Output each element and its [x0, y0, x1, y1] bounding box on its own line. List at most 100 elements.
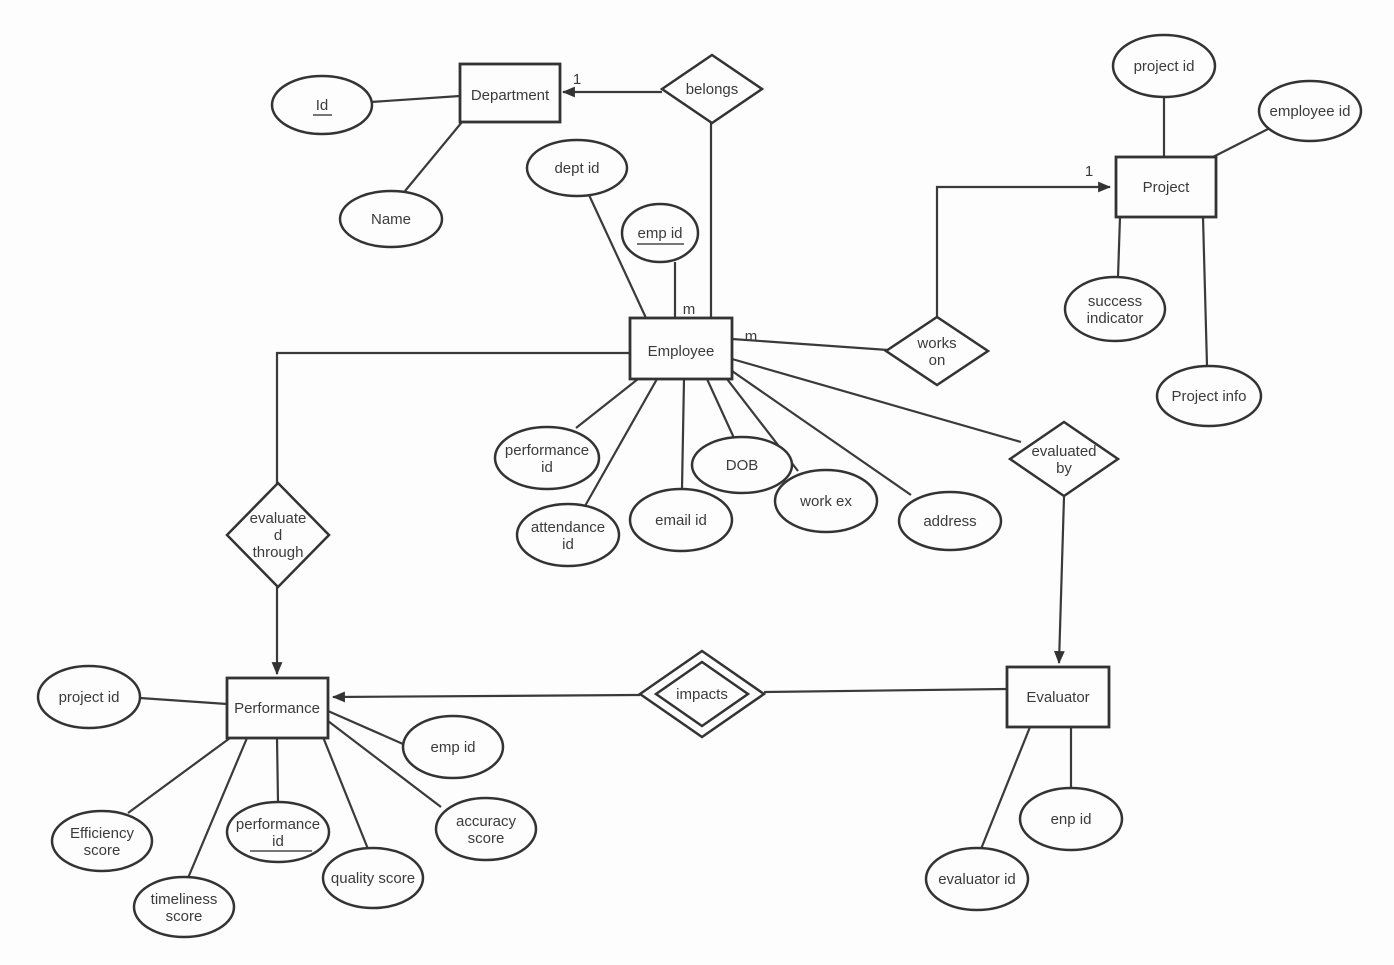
performance-cluster: Performance project id Efficiency score …: [36, 664, 538, 939]
arrow-workson-project: [935, 181, 1112, 317]
relationship-belongs-label: belongs: [686, 81, 739, 98]
attribute-emp-id-label: emp id: [637, 225, 682, 242]
attribute-work-ex-label: work ex: [799, 493, 852, 510]
attribute-accuracy-score-line1: accuracy: [456, 813, 517, 830]
edge-performance-empid: [327, 709, 404, 746]
relationship-works-on-line2: on: [929, 352, 946, 369]
attribute-dept-id-label: dept id: [554, 160, 599, 177]
edge-employee-attendanceid: [584, 378, 658, 507]
attribute-attendance-id-line1: attendance: [531, 519, 605, 536]
arrow-evaluatedby-evaluator: [1053, 496, 1066, 665]
project-cluster: Project project id employee id success i…: [1063, 33, 1363, 428]
attribute-perf-performance-id-line2: id: [272, 833, 284, 850]
attribute-efficiency-score: [50, 809, 154, 873]
entity-project: [1114, 155, 1218, 219]
attribute-name-label: Name: [371, 211, 411, 228]
relationship-works-on: [883, 315, 991, 387]
relationship-impacts-inner: [653, 660, 751, 728]
attribute-perf-emp-id: [401, 714, 505, 780]
relationship-belongs: [659, 53, 765, 125]
entity-performance: [225, 676, 330, 740]
entity-evaluator-label: Evaluator: [1026, 689, 1089, 706]
attribute-employee-id: [1257, 79, 1363, 143]
attribute-efficiency-score-line2: score: [84, 842, 121, 859]
edge-employee-evaluatedthrough: [275, 351, 630, 484]
attribute-attendance-id: [515, 502, 621, 568]
edge-employee-emailid: [680, 378, 686, 490]
attribute-perf-project-id-label: project id: [59, 689, 120, 706]
attribute-name: [338, 189, 444, 249]
attribute-project-id-label: project id: [1134, 58, 1195, 75]
cardinality-belongs-department: 1: [573, 71, 581, 88]
attribute-perf-performance-id-line1: performance: [236, 816, 320, 833]
attribute-emp-id: [620, 202, 700, 264]
relationship-evaluated-through-cluster: evaluate d through: [225, 481, 331, 589]
attribute-perf-emp-id-label: emp id: [430, 739, 475, 756]
attribute-accuracy-score-line2: score: [468, 830, 505, 847]
relationship-evaluated-through-line3: through: [253, 544, 304, 561]
attribute-project-id: [1111, 33, 1217, 99]
attribute-performance-id-line2: id: [541, 459, 553, 476]
relationship-evaluated-by-line2: by: [1056, 460, 1072, 477]
edge-project-projectinfo: [1201, 216, 1209, 367]
attribute-quality-score: [321, 846, 425, 910]
relationship-evaluated-through: [225, 481, 331, 589]
attribute-id-label: Id: [316, 97, 329, 114]
relationship-evaluated-by-line1: evaluated: [1031, 443, 1096, 460]
entity-department: [458, 62, 562, 124]
attribute-dept-id: [525, 138, 629, 198]
attribute-timeliness-score: [132, 875, 236, 939]
cardinality-workson-project: 1: [1085, 163, 1093, 180]
relationship-impacts-label: impacts: [676, 686, 728, 703]
cardinality-belongs-employee: m: [683, 301, 696, 318]
entity-evaluator: [1005, 665, 1111, 729]
entity-employee-label: Employee: [648, 343, 715, 360]
edge-employee-evaluatedby: [731, 357, 1022, 444]
attribute-timeliness-score-line2: score: [166, 908, 203, 925]
attribute-email-id-label: email id: [655, 512, 707, 529]
edge-project-successindicator: [1116, 216, 1122, 278]
attribute-performance-id: [493, 425, 601, 491]
employee-cluster: Employee dept id emp id performance id a…: [493, 138, 1003, 568]
department-cluster: Department Id Name: [270, 62, 562, 249]
edge-performance-timelinessscore: [186, 737, 249, 879]
attribute-dob: [690, 435, 794, 495]
evaluator-cluster: Evaluator enp id evaluator id: [924, 665, 1124, 912]
edge-department-name: [404, 121, 463, 192]
attribute-efficiency-score-line1: Efficiency: [70, 825, 134, 842]
relationship-belongs-cluster: belongs 1 m: [573, 53, 765, 318]
entity-department-label: Department: [471, 87, 550, 104]
attribute-enp-id: [1018, 786, 1124, 852]
attribute-employee-id-label: employee id: [1270, 103, 1351, 120]
cardinality-workson-employee: m: [745, 328, 758, 345]
attribute-quality-score-label: quality score: [331, 870, 415, 887]
edge-projectid-performance: [139, 696, 228, 706]
edge-evaluator-evaluatorid: [979, 726, 1032, 850]
attribute-enp-id-label: enp id: [1051, 811, 1092, 828]
edge-performance-accuracyscore: [327, 720, 442, 808]
attribute-project-info-label: Project info: [1171, 388, 1246, 405]
attribute-performance-id-line1: performance: [505, 442, 589, 459]
entity-project-label: Project: [1143, 179, 1191, 196]
relationship-evaluated-through-line1: evaluate: [250, 510, 307, 527]
edge-deptid-employee: [588, 194, 647, 319]
attribute-work-ex: [773, 468, 879, 534]
attribute-dob-label: DOB: [726, 457, 759, 474]
attribute-perf-performance-id: [225, 800, 331, 864]
edge-id-department: [370, 94, 461, 104]
attribute-perf-project-id: [36, 664, 142, 730]
attribute-attendance-id-line2: id: [562, 536, 574, 553]
edge-performance-efficiencyscore: [127, 737, 231, 814]
attribute-success-indicator: [1063, 275, 1167, 343]
edge-performance-qualityscore: [321, 736, 370, 850]
attribute-id: [270, 74, 374, 136]
connectors: [127, 86, 1271, 879]
edge-employeeid-project: [1212, 127, 1271, 158]
relationship-works-on-line1: works: [916, 335, 956, 352]
edge-performance-performanceid: [275, 737, 280, 803]
attribute-timeliness-score-line1: timeliness: [151, 891, 218, 908]
attribute-success-indicator-line2: indicator: [1087, 310, 1144, 327]
edge-employee-performanceid: [575, 378, 639, 429]
